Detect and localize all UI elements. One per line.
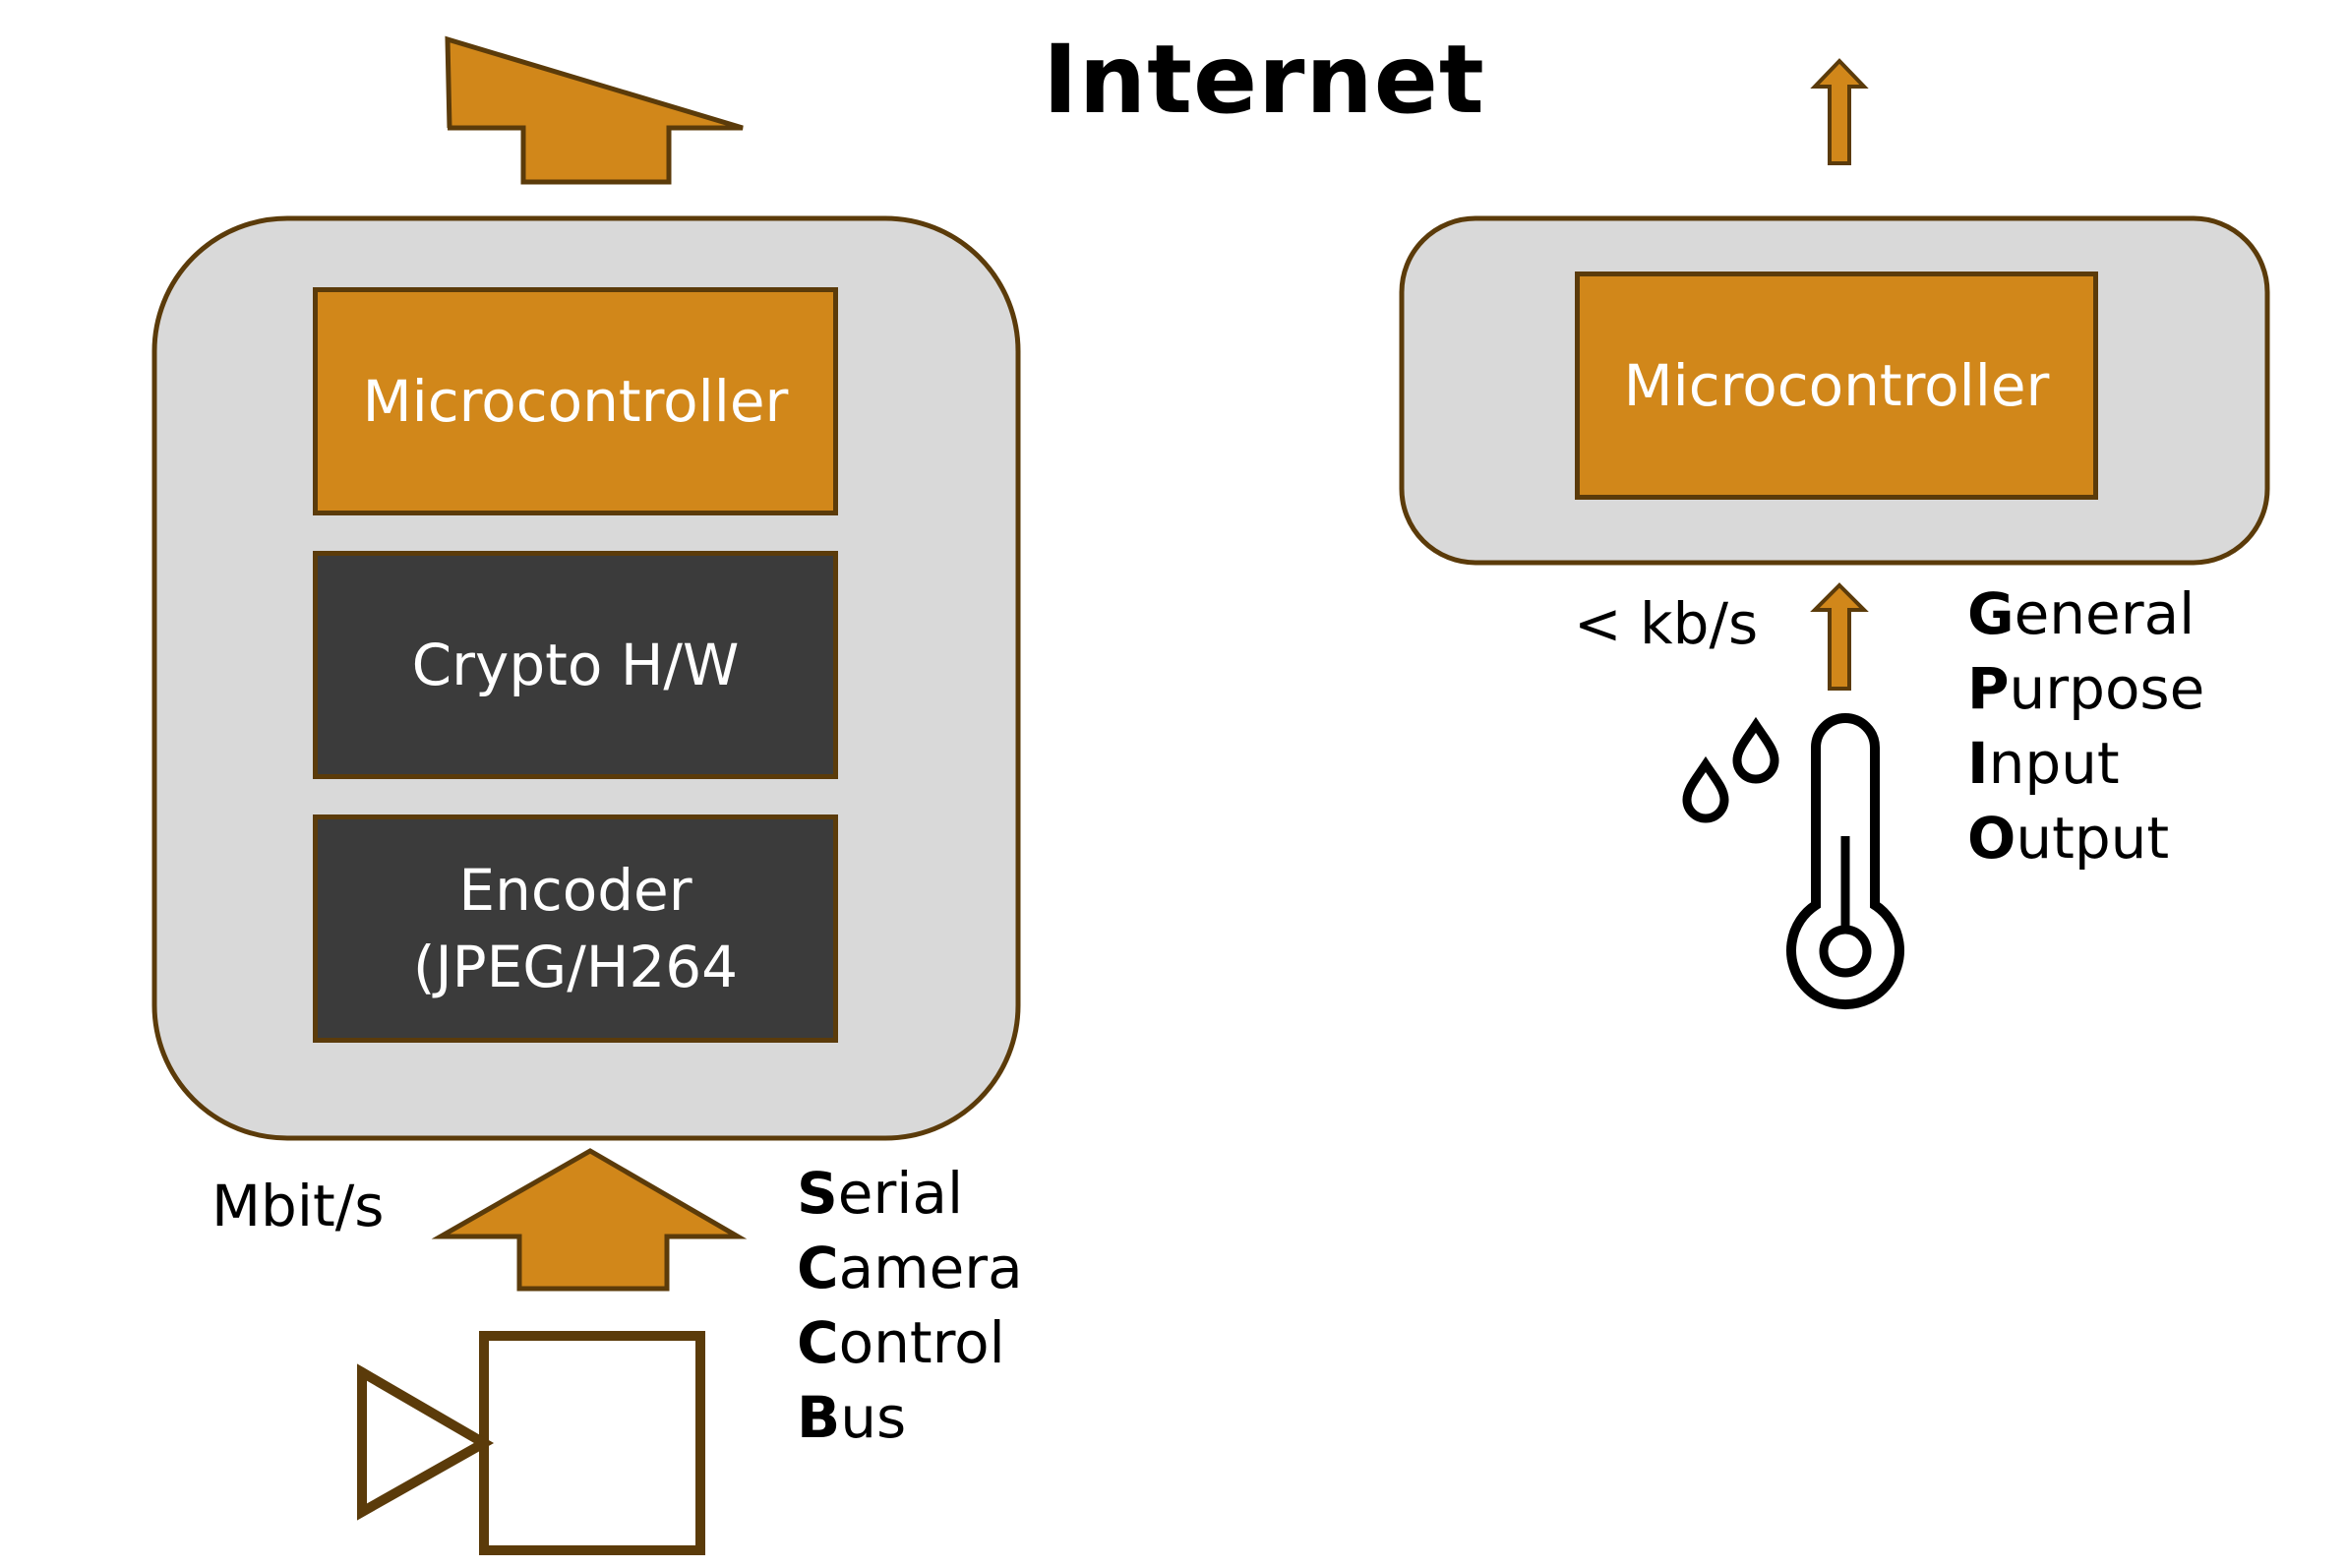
encoder-label-line2: (JPEG/H264	[412, 934, 739, 1000]
thermometer-icon	[1786, 713, 1904, 1010]
acronym-word: Bus	[797, 1384, 907, 1451]
left-uplink-arrow	[445, 35, 744, 185]
sensor-input-arrow	[1810, 582, 1869, 691]
sccb-acronym: Serial Camera Control Bus	[797, 1156, 1023, 1455]
acronym-word: Control	[797, 1309, 1005, 1376]
acronym-word: Input	[1967, 730, 2120, 797]
crypto-hw-label: Crypto H/W	[411, 631, 740, 698]
acronym-word: Output	[1967, 805, 2170, 872]
left-microcontroller-block: Microcontroller	[313, 287, 838, 515]
right-microcontroller-block: Microcontroller	[1575, 271, 2098, 500]
camera-input-arrow	[431, 1148, 748, 1292]
water-drops-icon	[1682, 716, 1779, 823]
acronym-word: Purpose	[1967, 655, 2205, 722]
camera-icon	[357, 1331, 705, 1555]
right-microcontroller-label: Microcontroller	[1623, 351, 2050, 419]
gpio-acronym: General Purpose Input Output	[1967, 576, 2204, 875]
crypto-hw-block: Crypto H/W	[313, 551, 838, 779]
left-data-rate-label: Mbit/s	[211, 1173, 385, 1239]
encoder-block: Encoder (JPEG/H264	[313, 814, 838, 1043]
acronym-word: General	[1967, 580, 2196, 647]
right-data-rate-label: < kb/s	[1574, 590, 1759, 657]
internet-title: Internet	[1043, 25, 1485, 135]
acronym-word: Serial	[797, 1160, 964, 1227]
encoder-label-line1: Encoder	[458, 856, 692, 924]
acronym-word: Camera	[797, 1235, 1023, 1301]
left-microcontroller-label: Microcontroller	[362, 367, 789, 435]
right-uplink-arrow	[1810, 58, 1869, 165]
